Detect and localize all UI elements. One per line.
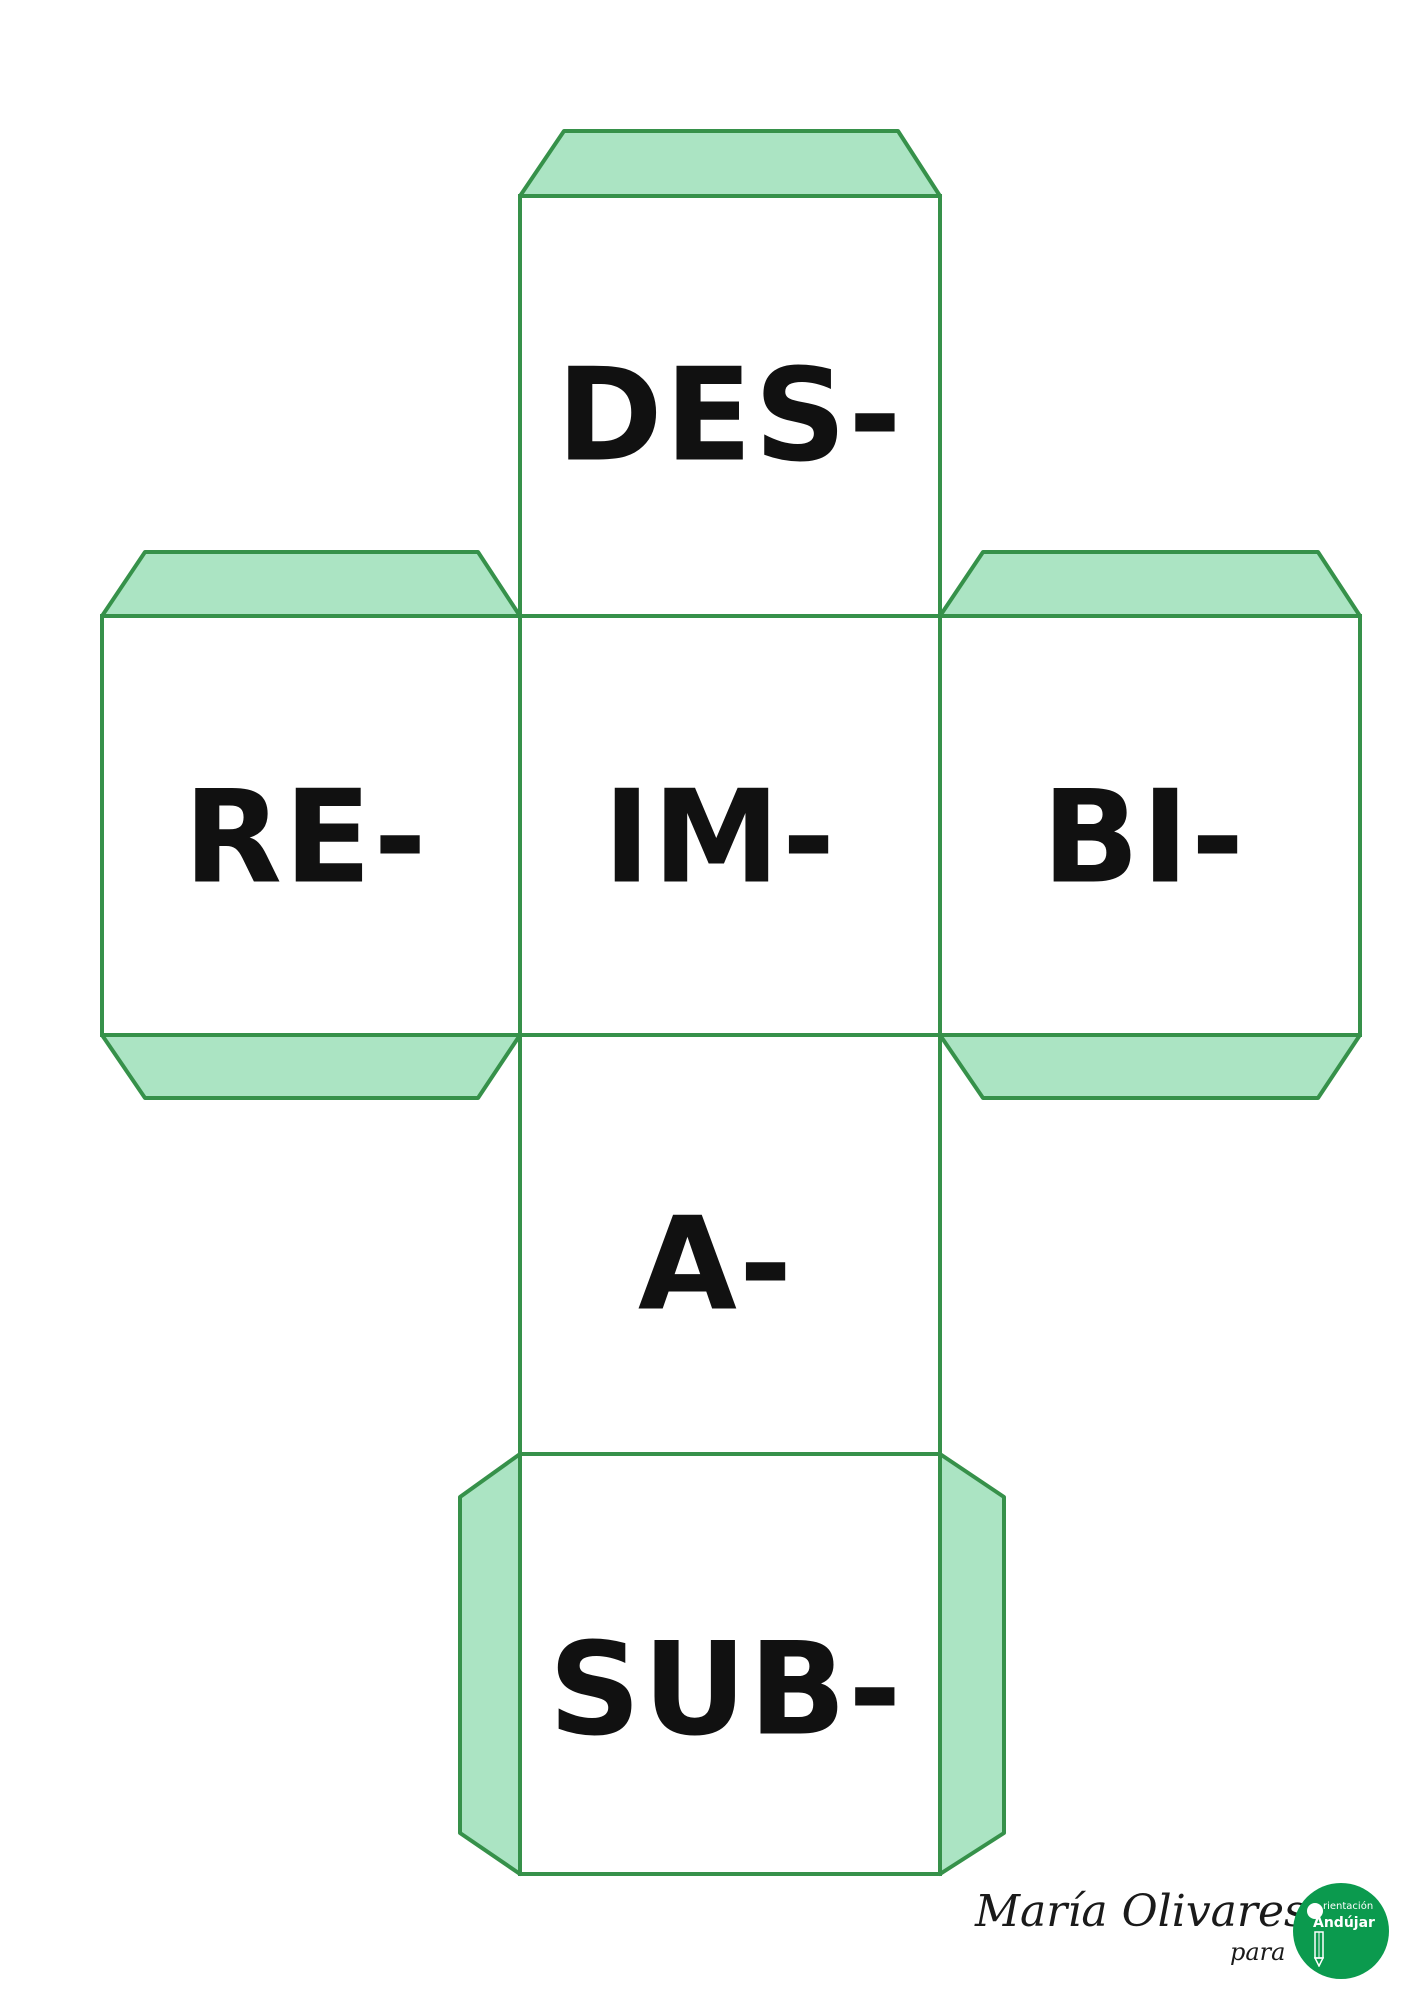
signature-name: María Olivares (975, 1886, 1307, 1937)
orientacion-andujar-logo: rientación Andújar (1293, 1883, 1389, 1979)
face-bottom (518, 1452, 942, 1876)
face-label-top: DES- (557, 342, 904, 491)
face-label-bottom: SUB- (549, 1616, 904, 1765)
glue-tab-bottom-left (458, 1452, 522, 1876)
face-label-lower: A- (638, 1191, 794, 1340)
face-label-left: RE- (183, 764, 428, 913)
logo-o-circle-icon (1307, 1903, 1323, 1919)
face-right (938, 614, 1362, 1037)
pencil-icon (1314, 1931, 1324, 1967)
face-left (100, 614, 522, 1037)
logo-text-line2: Andújar (1313, 1915, 1375, 1931)
face-label-center: IM- (603, 764, 837, 913)
glue-tab-right-bottom (938, 1033, 1362, 1100)
glue-tab-right-top (938, 550, 1362, 618)
glue-tab-left-top (100, 550, 522, 618)
face-label-right: BI- (1042, 764, 1246, 913)
face-lower (518, 1033, 942, 1456)
signature-para: para (1230, 1938, 1286, 1966)
glue-tab-top (518, 129, 942, 198)
glue-tab-left-bottom (100, 1033, 522, 1100)
author-signature: María Olivares para (975, 1880, 1307, 1980)
logo-text-line1: rientación (1323, 1901, 1374, 1912)
face-top (518, 194, 942, 618)
glue-tab-bottom-right (938, 1452, 1006, 1876)
face-center (518, 614, 942, 1037)
